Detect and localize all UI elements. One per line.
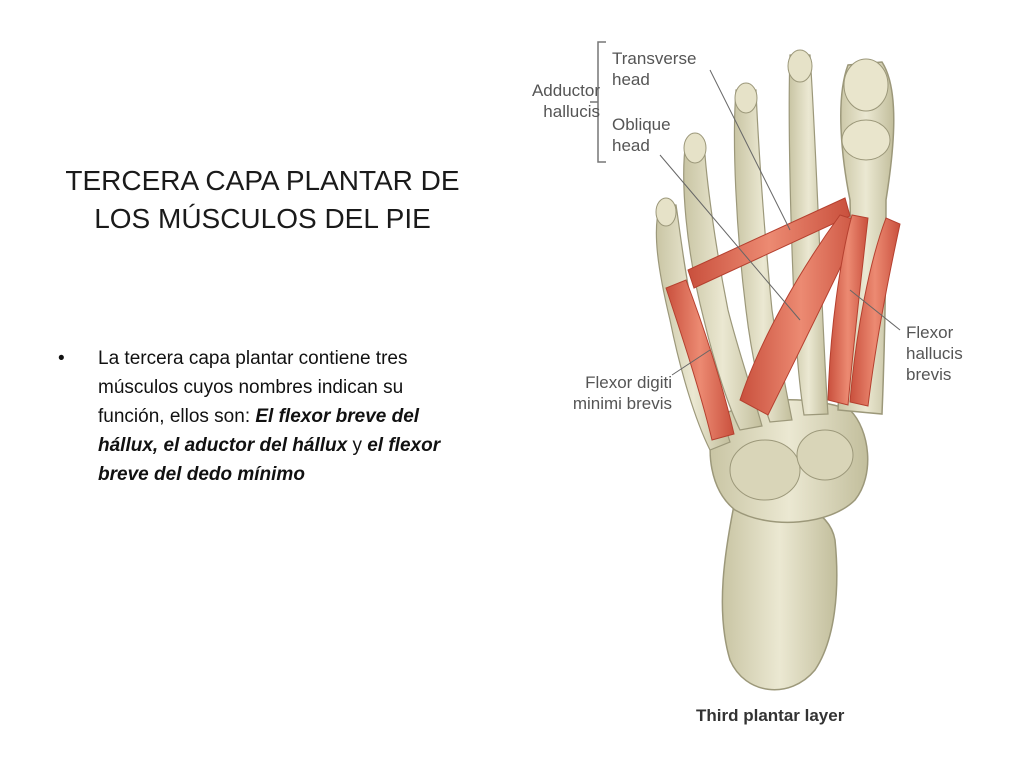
slide-title: TERCERA CAPA PLANTAR DE LOS MÚSCULOS DEL… xyxy=(65,165,460,234)
figure-caption: Third plantar layer xyxy=(696,706,845,725)
cuboid-bone xyxy=(729,439,801,501)
cuneiform-bone xyxy=(796,429,854,481)
calcaneus-bone xyxy=(721,496,838,691)
bullet-text-bold-1: El flexor breve del hállux, el aductor d… xyxy=(98,406,420,456)
adductor-bracket xyxy=(590,41,606,163)
label-oblique-head: Oblique head xyxy=(612,115,671,155)
adductor-transverse-head-muscle xyxy=(687,197,851,289)
label-transverse-head: Transverse head xyxy=(612,49,697,89)
bullet-text-regular-1: La tercera capa plantar contiene tres mú… xyxy=(98,348,408,427)
transverse-leader-line xyxy=(709,69,791,231)
label-flexor-digiti-minimi-brevis: Flexor digiti minimi brevis xyxy=(572,373,672,413)
flexor-hallucis-leader-line xyxy=(849,289,901,331)
flexor-digiti-minimi-brevis-muscle xyxy=(665,279,735,441)
foot-illustration xyxy=(590,41,901,691)
label-adductor-hallucis: Adductor hallucis xyxy=(531,81,600,121)
flexor-digiti-leader-line xyxy=(671,349,711,376)
flexor-hallucis-brevis-muscle-2 xyxy=(849,217,901,407)
bullet-text-bold-2: el flexor breve del dedo mínimo xyxy=(98,435,441,485)
toe-4-bones xyxy=(683,139,763,431)
flexor-hallucis-brevis-muscle xyxy=(827,214,869,406)
label-flexor-hallucis-brevis: Flexor hallucis brevis xyxy=(906,323,963,384)
bullet-text-regular-2: y xyxy=(347,435,368,456)
bullet-text: La tercera capa plantar contiene tres mú… xyxy=(98,344,458,489)
oblique-leader-line xyxy=(659,154,801,321)
bullet-marker: • xyxy=(58,348,65,369)
foot-anatomy-figure: Adductor hallucis Transverse head Obliqu… xyxy=(490,30,1010,750)
